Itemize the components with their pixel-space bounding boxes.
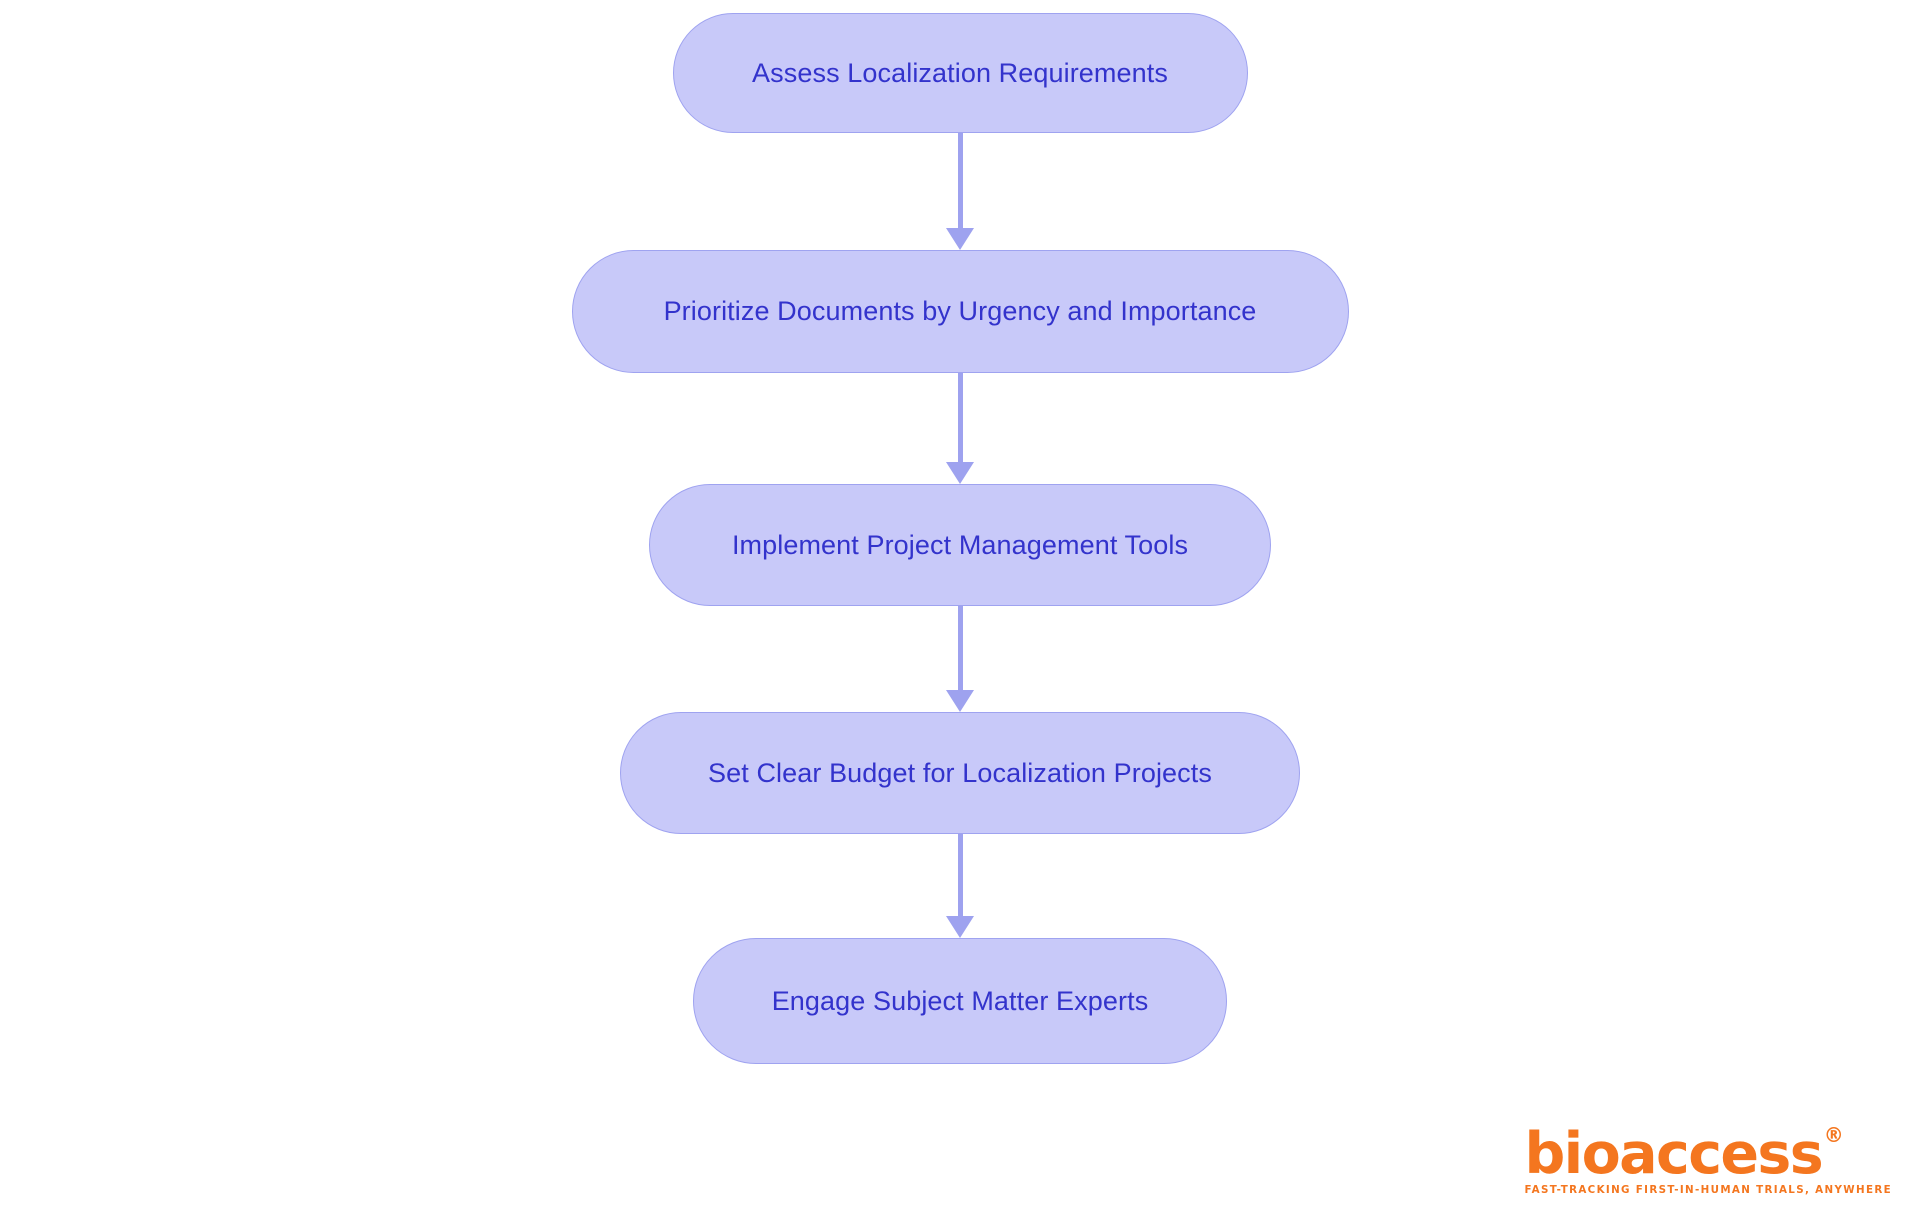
flowchart-flow: Assess Localization Requirements Priorit… (571, 13, 1349, 1064)
logo-tagline: FAST-TRACKING FIRST-IN-HUMAN TRIALS, ANY… (1524, 1183, 1892, 1196)
logo-wordmark-text: bioaccess (1524, 1120, 1823, 1187)
flowchart-node-label: Prioritize Documents by Urgency and Impo… (663, 296, 1257, 326)
flowchart-edge-4 (945, 834, 975, 938)
edge-line (957, 133, 963, 229)
edge-line (957, 373, 963, 463)
flowchart-edge-3 (945, 606, 975, 712)
registered-trademark-icon: ® (1823, 1122, 1844, 1147)
flowchart-node-set-clear-budget[interactable]: Set Clear Budget for Localization Projec… (620, 712, 1300, 834)
flowchart-node-label: Set Clear Budget for Localization Projec… (708, 757, 1212, 788)
edge-line (957, 834, 963, 917)
arrow-down-icon (946, 690, 974, 712)
edge-line (957, 606, 963, 691)
flowchart-node-label: Assess Localization Requirements (752, 57, 1168, 88)
flowchart-edge-2 (945, 373, 975, 484)
arrow-down-icon (946, 916, 974, 938)
logo-wordmark: bioaccess® (1524, 1125, 1843, 1183)
flowchart-edge-1 (945, 133, 975, 250)
flowchart-node-label: Engage Subject Matter Experts (771, 985, 1149, 1016)
flowchart-node-engage-subject-matter-experts[interactable]: Engage Subject Matter Experts (693, 938, 1227, 1064)
arrow-down-icon (946, 462, 974, 484)
flowchart-node-implement-project-management-tools[interactable]: Implement Project Management Tools (649, 484, 1271, 606)
flowchart-node-prioritize-documents[interactable]: Prioritize Documents by Urgency and Impo… (571, 250, 1349, 373)
bioaccess-logo: bioaccess® FAST-TRACKING FIRST-IN-HUMAN … (1524, 1125, 1892, 1196)
arrow-down-icon (946, 228, 974, 250)
flowchart-node-assess-localization-requirements[interactable]: Assess Localization Requirements (672, 13, 1248, 133)
flowchart-node-label: Implement Project Management Tools (731, 529, 1189, 560)
